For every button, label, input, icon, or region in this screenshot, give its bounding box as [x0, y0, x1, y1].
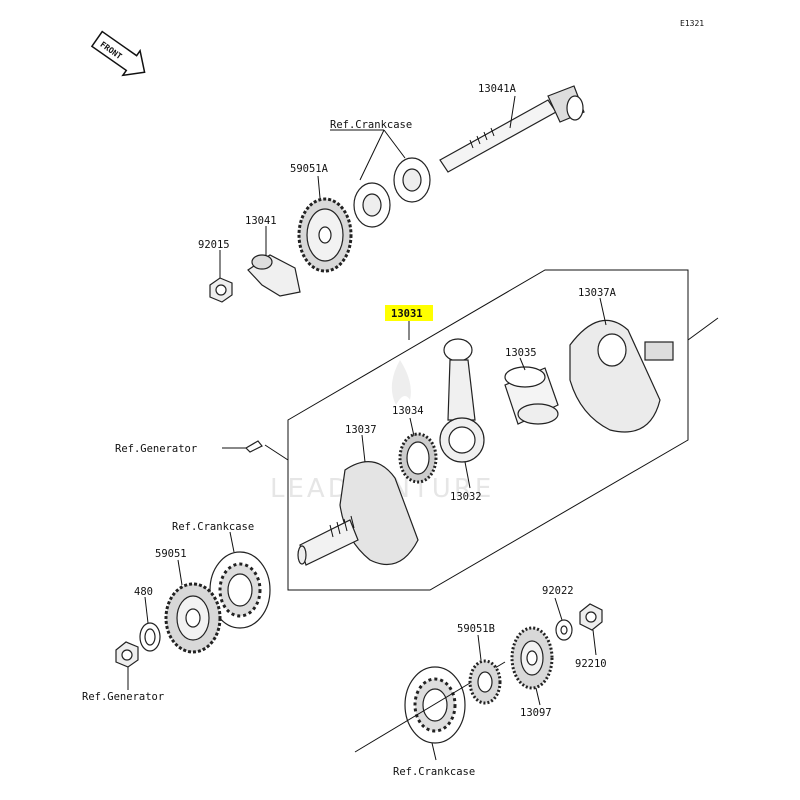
- nut-92015[interactable]: [209, 277, 233, 303]
- part-label-13037: 13037: [345, 424, 377, 436]
- part-label-59051: 59051: [155, 548, 187, 560]
- nut-left[interactable]: [115, 641, 139, 668]
- ref-crankcase-top-label: Ref.Crankcase: [330, 119, 412, 131]
- ref-crankcase-mid-label: Ref.Crankcase: [172, 521, 254, 533]
- bearing-bottom[interactable]: [404, 666, 466, 744]
- gear-59051B[interactable]: [468, 659, 502, 705]
- part-label-13034: 13034: [392, 405, 424, 417]
- nut-92210[interactable]: [579, 603, 603, 631]
- part-label-59051A: 59051A: [290, 163, 329, 175]
- part-label-92022: 92022: [542, 585, 574, 597]
- front-arrow-icon: FRONT: [90, 30, 146, 77]
- connecting-rod[interactable]: [439, 338, 485, 463]
- bearing-top-2[interactable]: [393, 157, 431, 203]
- crank-web-left[interactable]: [297, 461, 419, 566]
- part-label-13097: 13097: [520, 707, 552, 719]
- ref-generator-mid-label: Ref.Generator: [115, 443, 197, 455]
- crank-pin[interactable]: [504, 366, 559, 425]
- needle-bearing[interactable]: [398, 432, 438, 484]
- balancer-gear[interactable]: [297, 197, 353, 273]
- crankshaft-assembly-frame: [287, 269, 689, 591]
- washer-480[interactable]: [139, 622, 161, 652]
- part-label-13041A: 13041A: [478, 83, 517, 95]
- gear-13097[interactable]: [510, 626, 554, 690]
- part-label-13041: 13041: [245, 215, 277, 227]
- balancer-shaft[interactable]: [439, 85, 585, 173]
- washer-92022[interactable]: [555, 619, 573, 641]
- part-label-92210: 92210: [575, 658, 607, 670]
- primary-gear[interactable]: [164, 582, 222, 654]
- svg-text:13031: 13031: [391, 308, 423, 320]
- woodruff-key[interactable]: [245, 440, 263, 453]
- highlighted-part-label-13031[interactable]: 13031: [385, 305, 433, 321]
- bearing-top-1[interactable]: [353, 182, 391, 228]
- bearing-left[interactable]: [209, 551, 271, 629]
- ref-crankcase-bottom-label: Ref.Crankcase: [393, 766, 475, 778]
- part-label-59051B: 59051B: [457, 623, 495, 635]
- part-label-480: 480: [134, 586, 153, 598]
- part-label-13037A: 13037A: [578, 287, 617, 299]
- part-label-92015: 92015: [198, 239, 230, 251]
- crank-web-right[interactable]: [569, 319, 674, 433]
- part-label-13035: 13035: [505, 347, 537, 359]
- balancer-weight[interactable]: [247, 254, 301, 297]
- part-label-13032: 13032: [450, 491, 482, 503]
- diagram-id: E1321: [680, 19, 704, 28]
- ref-generator-bottom-label: Ref.Generator: [82, 691, 164, 703]
